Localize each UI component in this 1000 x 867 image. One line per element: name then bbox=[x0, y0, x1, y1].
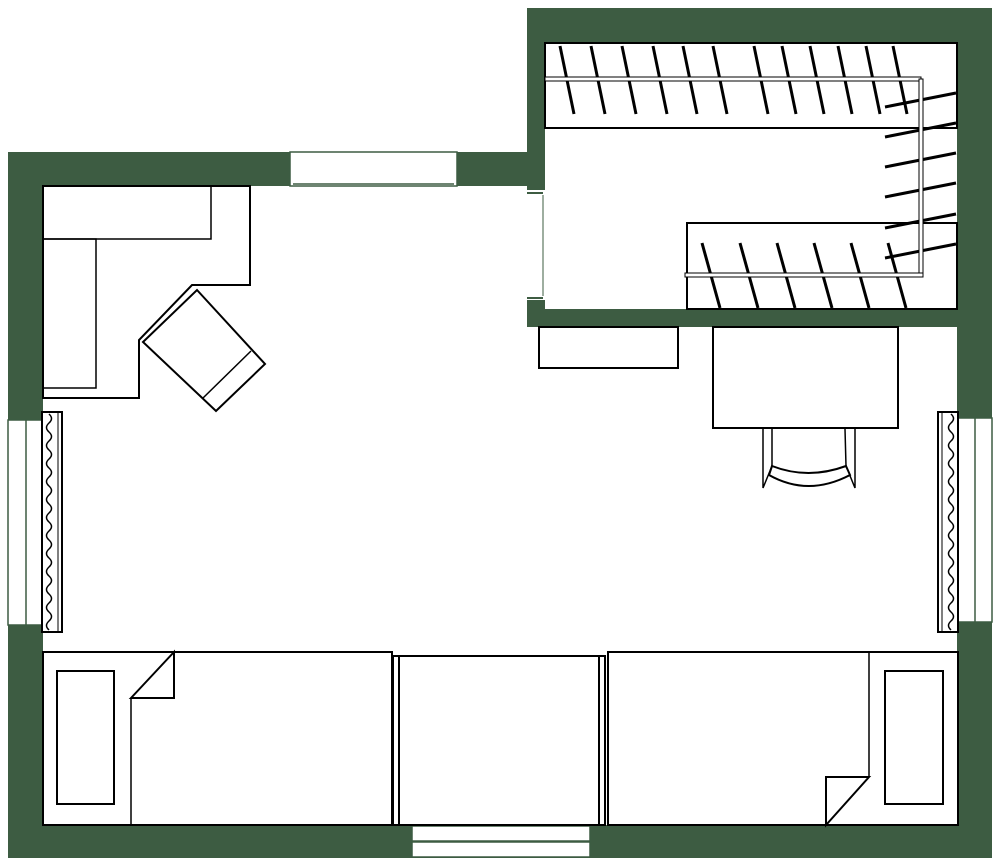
bed-right bbox=[607, 651, 959, 828]
wall-segment bbox=[527, 8, 992, 43]
clothes-rod bbox=[544, 76, 924, 278]
closet-shelf-bottom bbox=[686, 222, 958, 310]
closet-doorway bbox=[527, 190, 545, 300]
dresser bbox=[538, 326, 679, 369]
closet bbox=[544, 42, 958, 310]
window-top bbox=[289, 151, 458, 187]
wall-segment bbox=[527, 309, 958, 327]
nightstand bbox=[392, 655, 606, 826]
corner-sofa bbox=[42, 185, 251, 399]
window-bottom bbox=[411, 825, 591, 858]
pillow bbox=[884, 670, 944, 805]
armchair bbox=[141, 288, 267, 413]
pillow bbox=[56, 670, 115, 805]
bed-left bbox=[42, 649, 393, 826]
window-left bbox=[7, 419, 44, 626]
desk-chair bbox=[762, 428, 856, 489]
desk bbox=[712, 326, 899, 429]
closet-shelf-top bbox=[544, 42, 958, 129]
curtain-right bbox=[937, 411, 959, 633]
curtain-left bbox=[41, 411, 63, 633]
window-right bbox=[957, 417, 993, 623]
